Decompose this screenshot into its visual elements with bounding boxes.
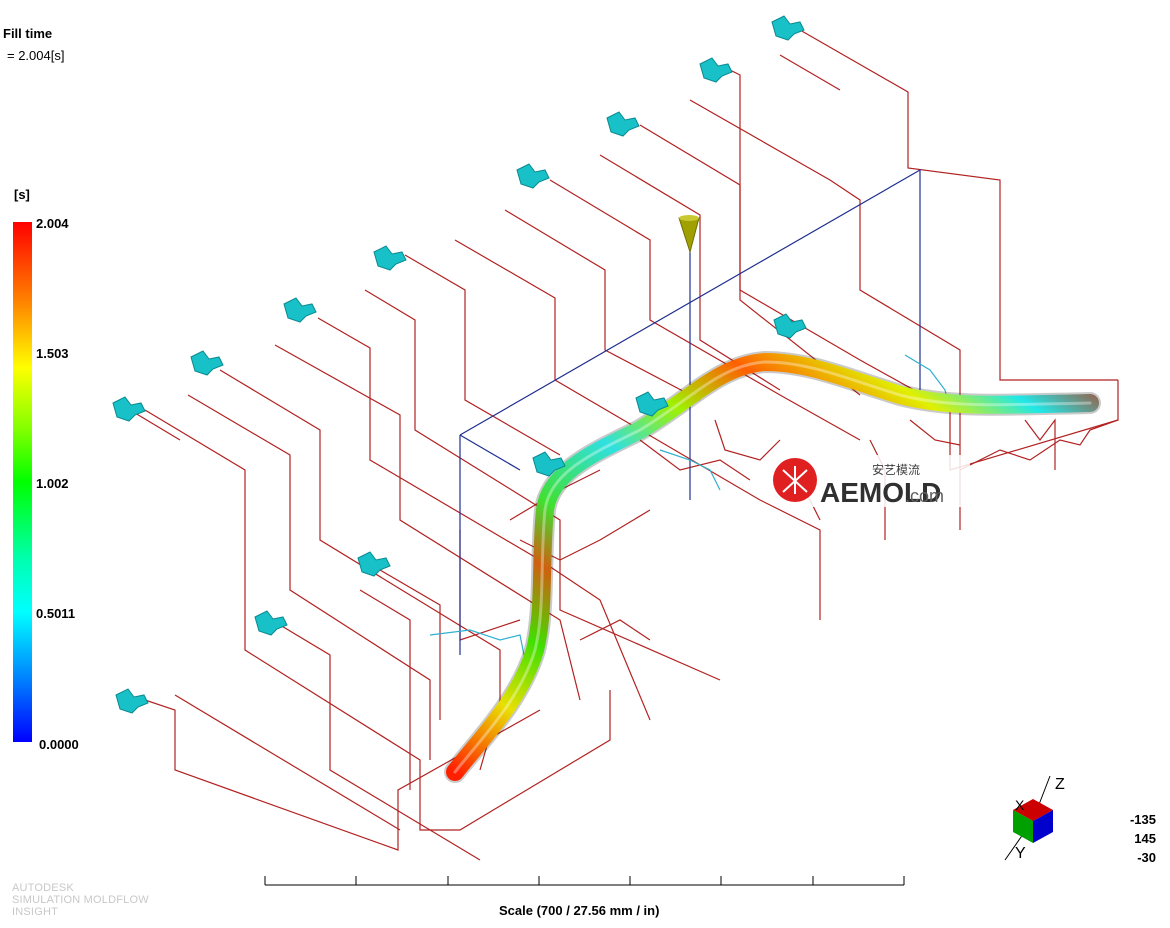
runner-system [459,168,921,655]
connector-icon [635,391,669,417]
result-value: = 2.004[s] [7,48,65,63]
triad-z-label: Z [1055,776,1065,793]
legend-tick-max: 2.004 [36,216,69,231]
connector-icon [773,313,807,339]
sprue-cone [678,215,700,254]
legend-tick-2: 1.503 [36,346,69,361]
brand-line-3: INSIGHT [12,906,59,918]
connector-icon [771,15,805,41]
legend-tick-3: 1.002 [36,476,69,491]
connector-icon [190,350,224,376]
brand-line-1: AUTODESK [12,882,74,894]
watermark-suffix: .com [905,486,944,506]
connector-icon [606,111,640,137]
scale-label: Scale (700 / 27.56 mm / in) [499,903,660,918]
triad-y-label: Y [1015,845,1026,862]
connector-icon [532,451,566,477]
legend-color-bar [13,222,32,742]
angle-1: -135 [1129,812,1156,827]
orientation-triad[interactable]: Z X Y [1004,775,1065,862]
brand-line-2: SIMULATION MOLDFLOW [12,894,149,906]
connector-icon [516,163,550,189]
connector-icon [115,688,149,714]
watermark: AEMOLD .com 安艺模流 [773,455,970,508]
molded-part[interactable] [444,350,1101,783]
triad-x-label: X [1015,797,1025,813]
connector-icon [357,551,391,577]
angle-2: 145 [1134,831,1156,846]
watermark-brand: AEMOLD [820,477,941,508]
connector-icon [373,245,407,271]
legend-tick-min: 0.0000 [39,737,79,752]
legend-unit: [s] [14,187,30,202]
connector-icon [699,57,733,83]
connector-icon [254,610,288,636]
result-name: Fill time [3,26,53,41]
connector-icon [112,396,146,422]
angle-3: -30 [1137,850,1156,865]
connector-icon [283,297,317,323]
watermark-cn: 安艺模流 [872,462,920,477]
autodesk-branding: AUTODESK SIMULATION MOLDFLOW INSIGHT [12,882,149,918]
view-angles: -135 145 -30 [1130,810,1156,867]
scale-bar [264,876,905,886]
water-connectors [112,15,807,714]
result-title: Fill time = 2.004[s] [3,26,64,64]
legend-tick-4: 0.5011 [36,606,76,621]
